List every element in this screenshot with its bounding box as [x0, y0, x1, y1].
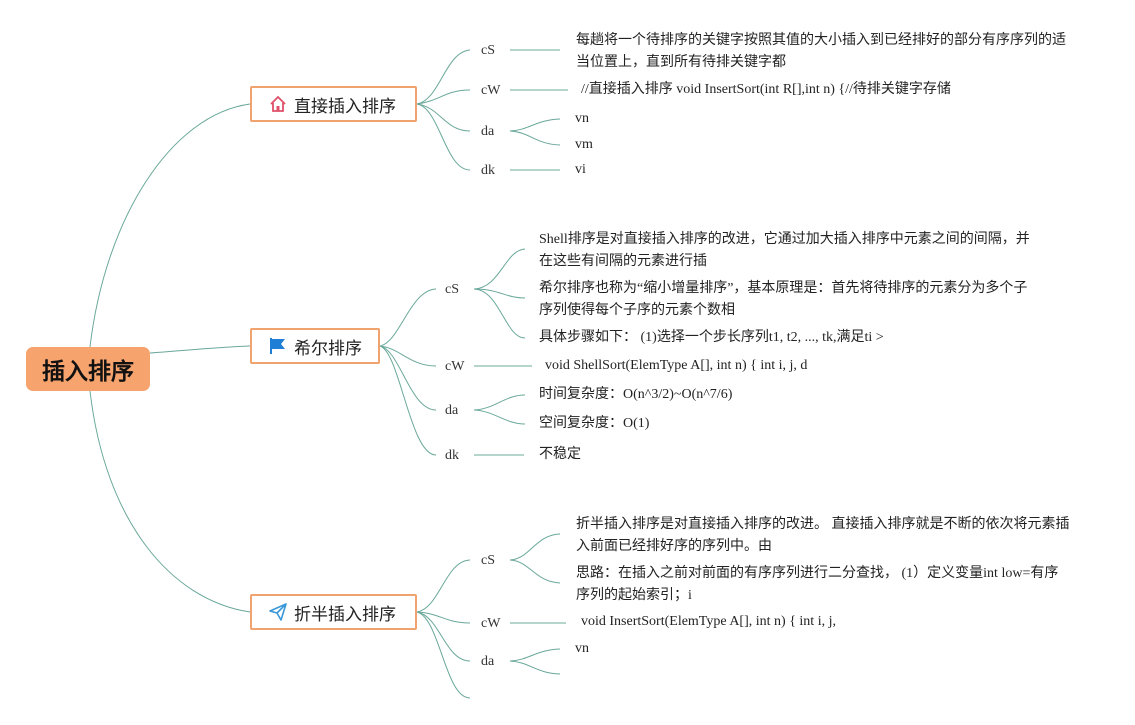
link-root-b1: [89, 103, 251, 348]
node-text: 思路：在插入之前对前面的有序序列进行二分查找， (1）定义变量int low=有…: [576, 566, 1059, 603]
home-icon: [268, 94, 288, 114]
node-text: vi: [575, 162, 586, 177]
label-cS: cS: [445, 282, 459, 297]
paper-plane-icon: [268, 602, 288, 622]
node-text: 具体步骤如下： (1)选择一个步长序列t1, t2, ..., tk,满足ti …: [539, 330, 884, 345]
node-text: void ShellSort(ElemType A[], int n) { in…: [545, 358, 808, 373]
label-dk: dk: [445, 448, 459, 463]
node-text: Shell排序是对直接插入排序的改进，它通过加大插入排序中元素之间的间隔，并在这…: [539, 232, 1030, 269]
node-text: 每趟将一个待排序的关键字按照其值的大小插入到已经排好的部分有序序列的适当位置上，…: [576, 33, 1066, 70]
label-da: da: [481, 124, 495, 139]
label-cS: cS: [481, 553, 495, 568]
node-text: //直接插入排序 void InsertSort(int R[],int n) …: [581, 82, 951, 97]
label-cS: cS: [481, 43, 495, 58]
label-dk: dk: [481, 163, 495, 178]
node-text: void InsertSort(ElemType A[], int n) { i…: [581, 614, 836, 629]
flag-icon: [268, 336, 288, 356]
label-da: da: [445, 403, 459, 418]
node-text: 希尔排序也称为“缩小增量排序”，基本原理是：首先将待排序的元素分为多个子序列使得…: [539, 281, 1028, 318]
root-node[interactable]: 插入排序: [26, 347, 150, 391]
label-cW: cW: [445, 359, 465, 374]
link-root-b3: [89, 390, 251, 613]
node-text: 不稳定: [539, 447, 581, 462]
branch-shell-sort[interactable]: 希尔排序: [250, 328, 380, 364]
branch-title: 希尔排序: [294, 338, 362, 359]
label-cW: cW: [481, 616, 501, 631]
branch-title: 直接插入排序: [294, 96, 396, 117]
node-text: 空间复杂度：O(1): [539, 416, 650, 431]
branch-title: 折半插入排序: [294, 604, 396, 625]
node-text: vn: [575, 641, 589, 656]
link-root-b2: [149, 345, 251, 354]
label-cW: cW: [481, 83, 501, 98]
branch-direct-insertion[interactable]: 直接插入排序: [250, 86, 417, 122]
node-text: vm: [575, 137, 593, 152]
node-text: 折半插入排序是对直接插入排序的改进。 直接插入排序就是不断的依次将元素插入前面已…: [576, 517, 1070, 554]
node-text: 时间复杂度：O(n^3/2)~O(n^7/6): [539, 387, 733, 402]
label-da: da: [481, 654, 495, 669]
branch-binary-insertion[interactable]: 折半插入排序: [250, 594, 417, 630]
node-text: vn: [575, 111, 589, 126]
